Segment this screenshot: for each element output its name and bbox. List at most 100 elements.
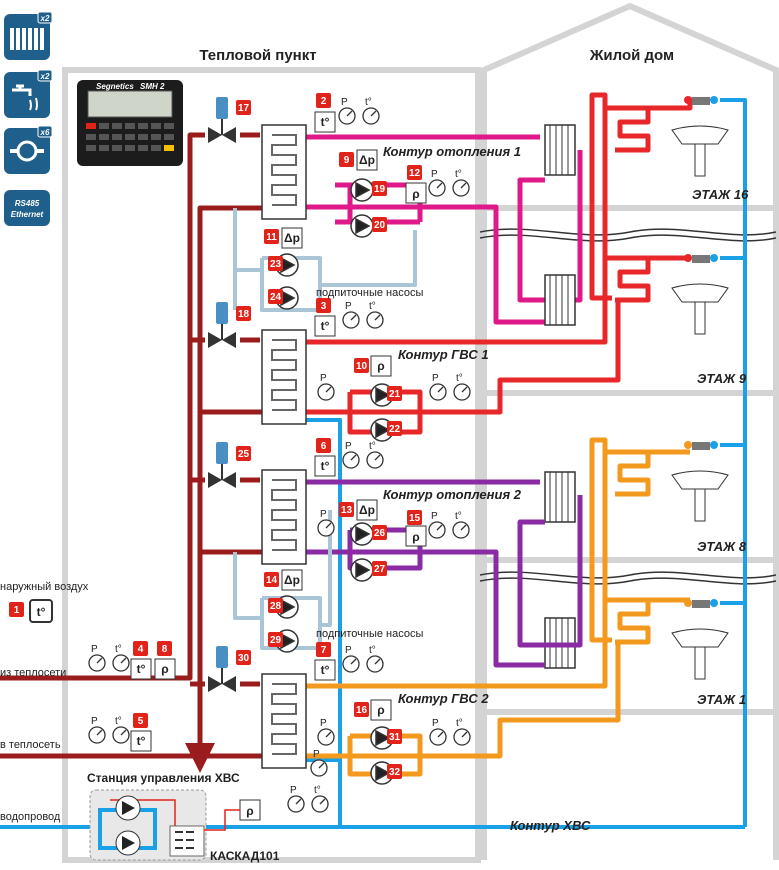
svg-text:10: 10 bbox=[356, 361, 368, 372]
from-network-label: из теплосети bbox=[0, 667, 66, 679]
svg-text:ρ: ρ bbox=[161, 662, 168, 676]
svg-text:t°: t° bbox=[137, 662, 146, 676]
pump-icon: x6 bbox=[4, 125, 53, 174]
dp-box-14: Δp bbox=[281, 569, 303, 591]
svg-text:t°: t° bbox=[455, 511, 462, 522]
svg-text:P: P bbox=[341, 97, 348, 108]
svg-text:ρ: ρ bbox=[412, 187, 419, 201]
svg-text:ρ: ρ bbox=[246, 804, 253, 818]
svg-text:t°: t° bbox=[369, 301, 376, 312]
svg-text:14: 14 bbox=[266, 575, 278, 586]
pressure-gauge: P bbox=[88, 644, 106, 672]
heat-exchanger-2 bbox=[261, 329, 307, 425]
svg-text:5: 5 bbox=[138, 716, 144, 727]
svg-text:20: 20 bbox=[374, 220, 386, 231]
temperature-gauge: t° bbox=[112, 716, 130, 744]
pressure-gauge: P bbox=[317, 509, 335, 537]
svg-text:P: P bbox=[320, 718, 327, 729]
svg-text:27: 27 bbox=[374, 564, 386, 575]
temp-box-6: t° bbox=[314, 455, 336, 477]
heat-exchanger-3 bbox=[261, 469, 307, 565]
svg-text:23: 23 bbox=[270, 259, 282, 270]
pressure-gauge: P bbox=[342, 301, 360, 329]
building-walls bbox=[62, 2, 779, 863]
svg-text:4: 4 bbox=[138, 644, 144, 655]
pressure-gauge: P bbox=[342, 645, 360, 673]
sink-floor-9 bbox=[671, 254, 729, 335]
svg-text:t°: t° bbox=[369, 441, 376, 452]
dhw-loop-2 bbox=[306, 437, 690, 777]
svg-text:2: 2 bbox=[321, 96, 327, 107]
cws-pump-1 bbox=[115, 795, 141, 821]
badge-4: 4 bbox=[133, 641, 148, 656]
badge-12: 12 bbox=[407, 165, 422, 180]
svg-text:t°: t° bbox=[115, 716, 122, 727]
to-network-label: в теплосеть bbox=[0, 739, 61, 751]
sink-floor-16 bbox=[671, 96, 729, 177]
heat-exchanger-1 bbox=[261, 124, 307, 220]
badge-22: 22 bbox=[387, 421, 402, 436]
svg-text:P: P bbox=[345, 301, 352, 312]
heat-exchanger-4 bbox=[261, 673, 307, 769]
water-main-label: водопровод bbox=[0, 811, 61, 823]
sink-floor-1 bbox=[671, 599, 729, 680]
badge-15: 15 bbox=[407, 510, 422, 525]
badge-31: 31 bbox=[387, 729, 402, 744]
svg-text:x2: x2 bbox=[40, 14, 50, 23]
svg-text:t°: t° bbox=[455, 169, 462, 180]
badge-29: 29 bbox=[268, 632, 283, 647]
p-box-12: ρ bbox=[405, 182, 427, 204]
svg-text:18: 18 bbox=[238, 309, 250, 320]
badge-5: 5 bbox=[133, 713, 148, 728]
svg-text:25: 25 bbox=[238, 449, 250, 460]
svg-text:24: 24 bbox=[270, 292, 282, 303]
makeup-lines bbox=[233, 208, 417, 650]
badge-3: 3 bbox=[316, 298, 331, 313]
loop-label-heating-2: Контур отопления 2 bbox=[383, 487, 522, 502]
heating-loop-1 bbox=[306, 134, 583, 325]
p-box-cws: ρ bbox=[239, 799, 261, 821]
svg-text:6: 6 bbox=[321, 441, 327, 452]
temperature-gauge: t° bbox=[366, 301, 384, 329]
badge-21: 21 bbox=[387, 386, 402, 401]
cws-station-title: Станция управления ХВС bbox=[87, 771, 240, 785]
badge-27: 27 bbox=[372, 561, 387, 576]
valve-17 bbox=[208, 97, 236, 143]
pressure-gauge: P bbox=[342, 441, 360, 469]
cascade-label: КАСКАД101 bbox=[210, 849, 280, 863]
pressure-gauge: P bbox=[338, 97, 356, 125]
temperature-gauge: t° bbox=[311, 785, 329, 813]
svg-text:t°: t° bbox=[137, 734, 146, 748]
svg-text:19: 19 bbox=[374, 184, 386, 195]
badge-7: 7 bbox=[316, 642, 331, 657]
badge-17: 17 bbox=[236, 100, 251, 115]
badge-19: 19 bbox=[372, 181, 387, 196]
tap-icon: x2 bbox=[4, 69, 53, 118]
svg-text:17: 17 bbox=[238, 103, 250, 114]
heat-network-pipes bbox=[0, 132, 262, 760]
svg-text:30: 30 bbox=[238, 653, 250, 664]
badge-10: 10 bbox=[354, 358, 369, 373]
temperature-gauge: t° bbox=[366, 441, 384, 469]
svg-text:t°: t° bbox=[321, 115, 330, 129]
svg-text:x2: x2 bbox=[40, 72, 50, 81]
pressure-gauge: P bbox=[317, 718, 335, 746]
badge-1: 1 bbox=[9, 602, 24, 617]
badge-30: 30 bbox=[236, 650, 251, 665]
floor-breaks bbox=[479, 228, 777, 585]
temp-box-5: t° bbox=[130, 730, 152, 752]
pressure-gauge: P bbox=[429, 373, 447, 401]
cws-pump-2 bbox=[115, 830, 141, 856]
svg-text:ρ: ρ bbox=[412, 530, 419, 544]
pressure-gauge: P bbox=[88, 716, 106, 744]
temperature-gauge: t° bbox=[453, 373, 471, 401]
temperature-gauge: t° bbox=[452, 169, 470, 197]
valve-18 bbox=[208, 302, 236, 348]
svg-text:P: P bbox=[345, 645, 352, 656]
badge-16: 16 bbox=[354, 702, 369, 717]
valve-30 bbox=[208, 646, 236, 692]
svg-text:3: 3 bbox=[321, 301, 327, 312]
temperature-gauge: t° bbox=[362, 97, 380, 125]
